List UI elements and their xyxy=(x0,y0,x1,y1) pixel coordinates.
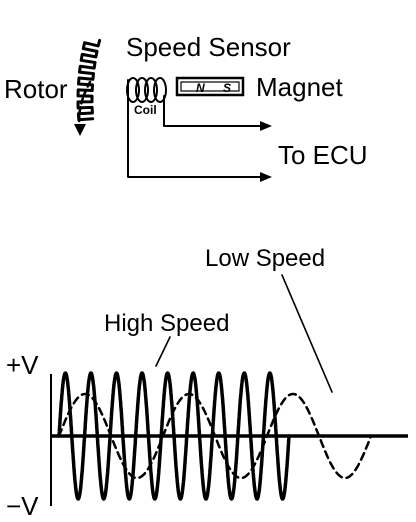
negative-voltage-label: −V xyxy=(6,491,39,521)
low-speed-label: Low Speed xyxy=(205,245,325,272)
sensor-title: Speed Sensor xyxy=(126,32,291,62)
low-speed-leader xyxy=(281,274,333,393)
high-speed-leader xyxy=(155,336,171,367)
magnet-icon: N S xyxy=(175,76,245,97)
wire-lower xyxy=(127,79,272,182)
low-speed-waveform xyxy=(57,392,373,480)
positive-voltage-label: +V xyxy=(6,350,39,380)
coil-icon xyxy=(126,77,167,103)
rotor-teeth xyxy=(76,38,102,122)
rotor-label: Rotor xyxy=(4,74,68,104)
high-speed-label: High Speed xyxy=(104,310,229,337)
wire-upper xyxy=(163,95,272,131)
coil-label: Coil xyxy=(134,103,157,117)
rotor-rotation-arrow xyxy=(74,80,92,136)
ecu-output-label: To ECU xyxy=(278,140,368,170)
high-speed-waveform xyxy=(57,371,291,501)
magnet-label: Magnet xyxy=(256,72,343,102)
magnet-south-label: S xyxy=(223,81,231,95)
magnet-north-label: N xyxy=(196,81,205,95)
